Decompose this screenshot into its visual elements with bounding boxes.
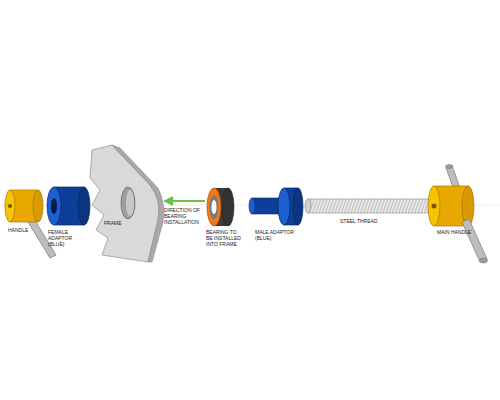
part-label: FEMALE ADAPTOR (BLUE) bbox=[48, 229, 82, 247]
part-label: MAIN HANDLE bbox=[437, 229, 477, 235]
part-label: MALE ADAPTOR (BLUE) bbox=[255, 229, 295, 241]
part-label: HANDLE bbox=[8, 227, 38, 233]
part-label: FRAME bbox=[104, 220, 134, 226]
frame-part bbox=[90, 145, 164, 262]
bearing-part bbox=[207, 188, 234, 226]
note-label: DIRECTION OF BEARING INSTALLATION bbox=[164, 207, 206, 225]
male-adaptor-part bbox=[249, 188, 303, 225]
part-label: STEEL THREAD bbox=[340, 218, 400, 224]
female-adaptor-part bbox=[47, 187, 90, 225]
steel-thread-part bbox=[305, 199, 432, 213]
main-handle-part bbox=[428, 165, 488, 264]
part-label: BEARING TO BE INSTALLED INTO FRAME bbox=[206, 229, 242, 247]
direction-arrow bbox=[163, 196, 205, 206]
